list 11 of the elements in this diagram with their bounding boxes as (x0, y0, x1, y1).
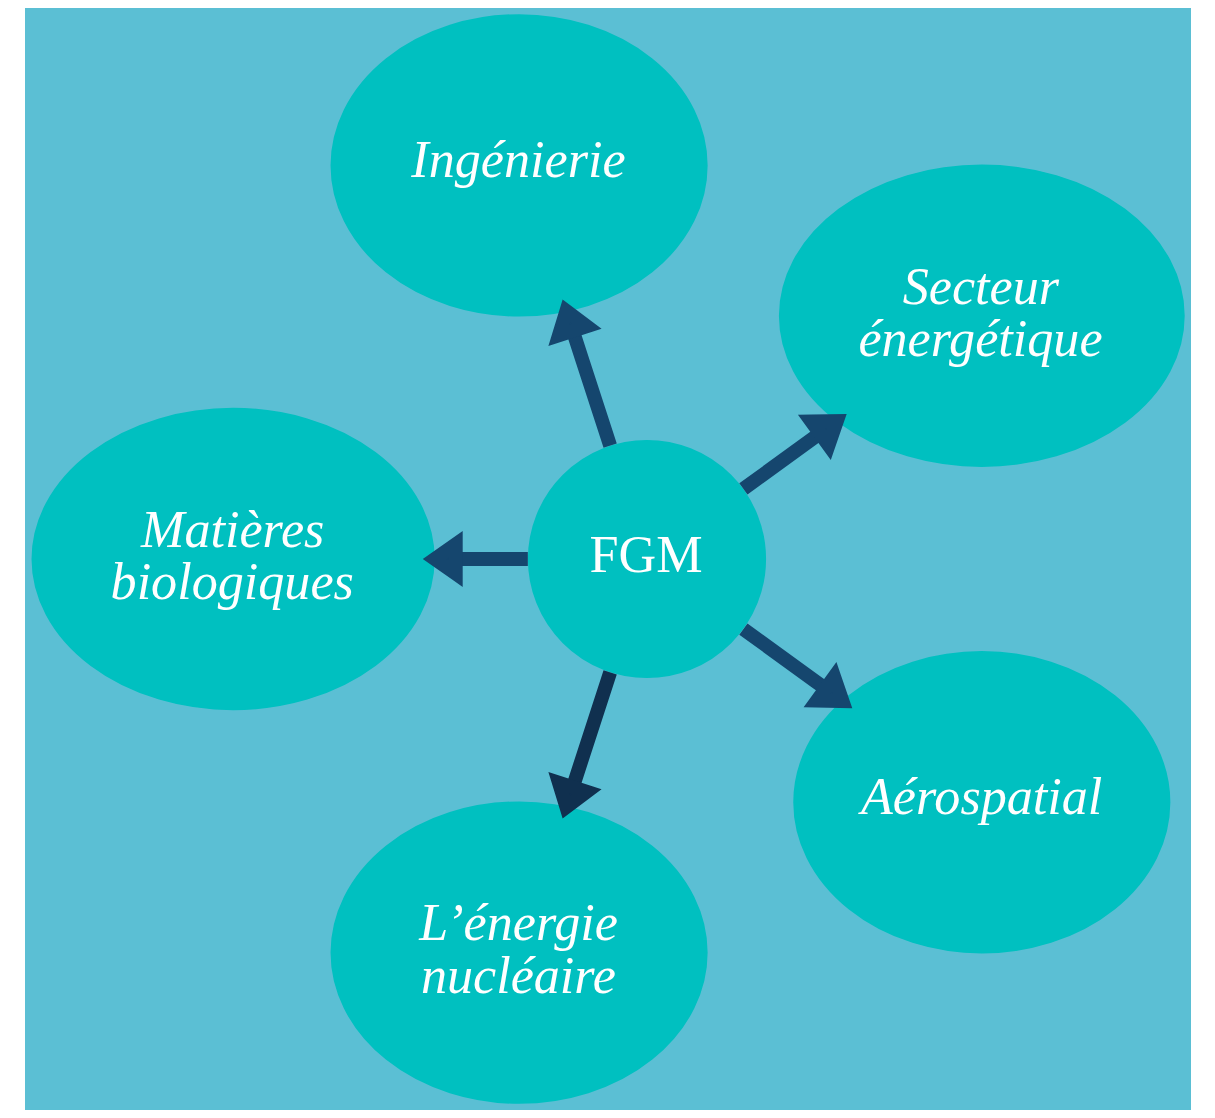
arrow (422, 531, 528, 587)
arrow (738, 413, 847, 495)
arrow (547, 299, 617, 448)
node-ellipse: Ingénierie (330, 14, 708, 317)
node-ellipse: L’énergie nucléaire (330, 801, 708, 1104)
node-ellipse: Aérospatial (792, 651, 1170, 954)
node-circle: FGM (527, 439, 766, 679)
arrow (547, 670, 617, 819)
arrow (738, 623, 852, 709)
node-ellipse: Matières biologiques (31, 407, 435, 711)
node-ellipse: Secteur énergétique (778, 164, 1185, 467)
